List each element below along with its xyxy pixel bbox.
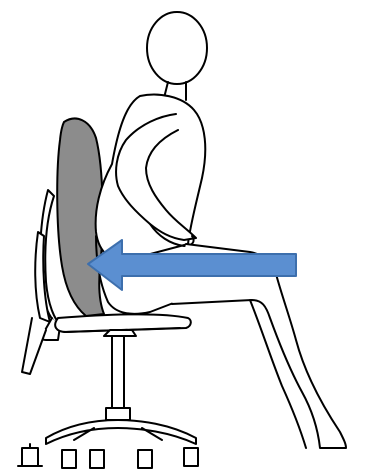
chair-backrest-frame-rear (35, 232, 50, 322)
caster-4 (138, 450, 152, 468)
chair-base (46, 420, 196, 444)
caster-3 (90, 450, 104, 468)
seat-mechanism (104, 330, 136, 336)
caster-2 (62, 450, 76, 468)
gas-lift-collar (106, 408, 130, 420)
chair-back-bracket (22, 318, 46, 374)
head (147, 12, 207, 84)
gas-lift-column (112, 336, 124, 408)
caster-1 (18, 444, 42, 466)
caster-5 (184, 448, 198, 466)
